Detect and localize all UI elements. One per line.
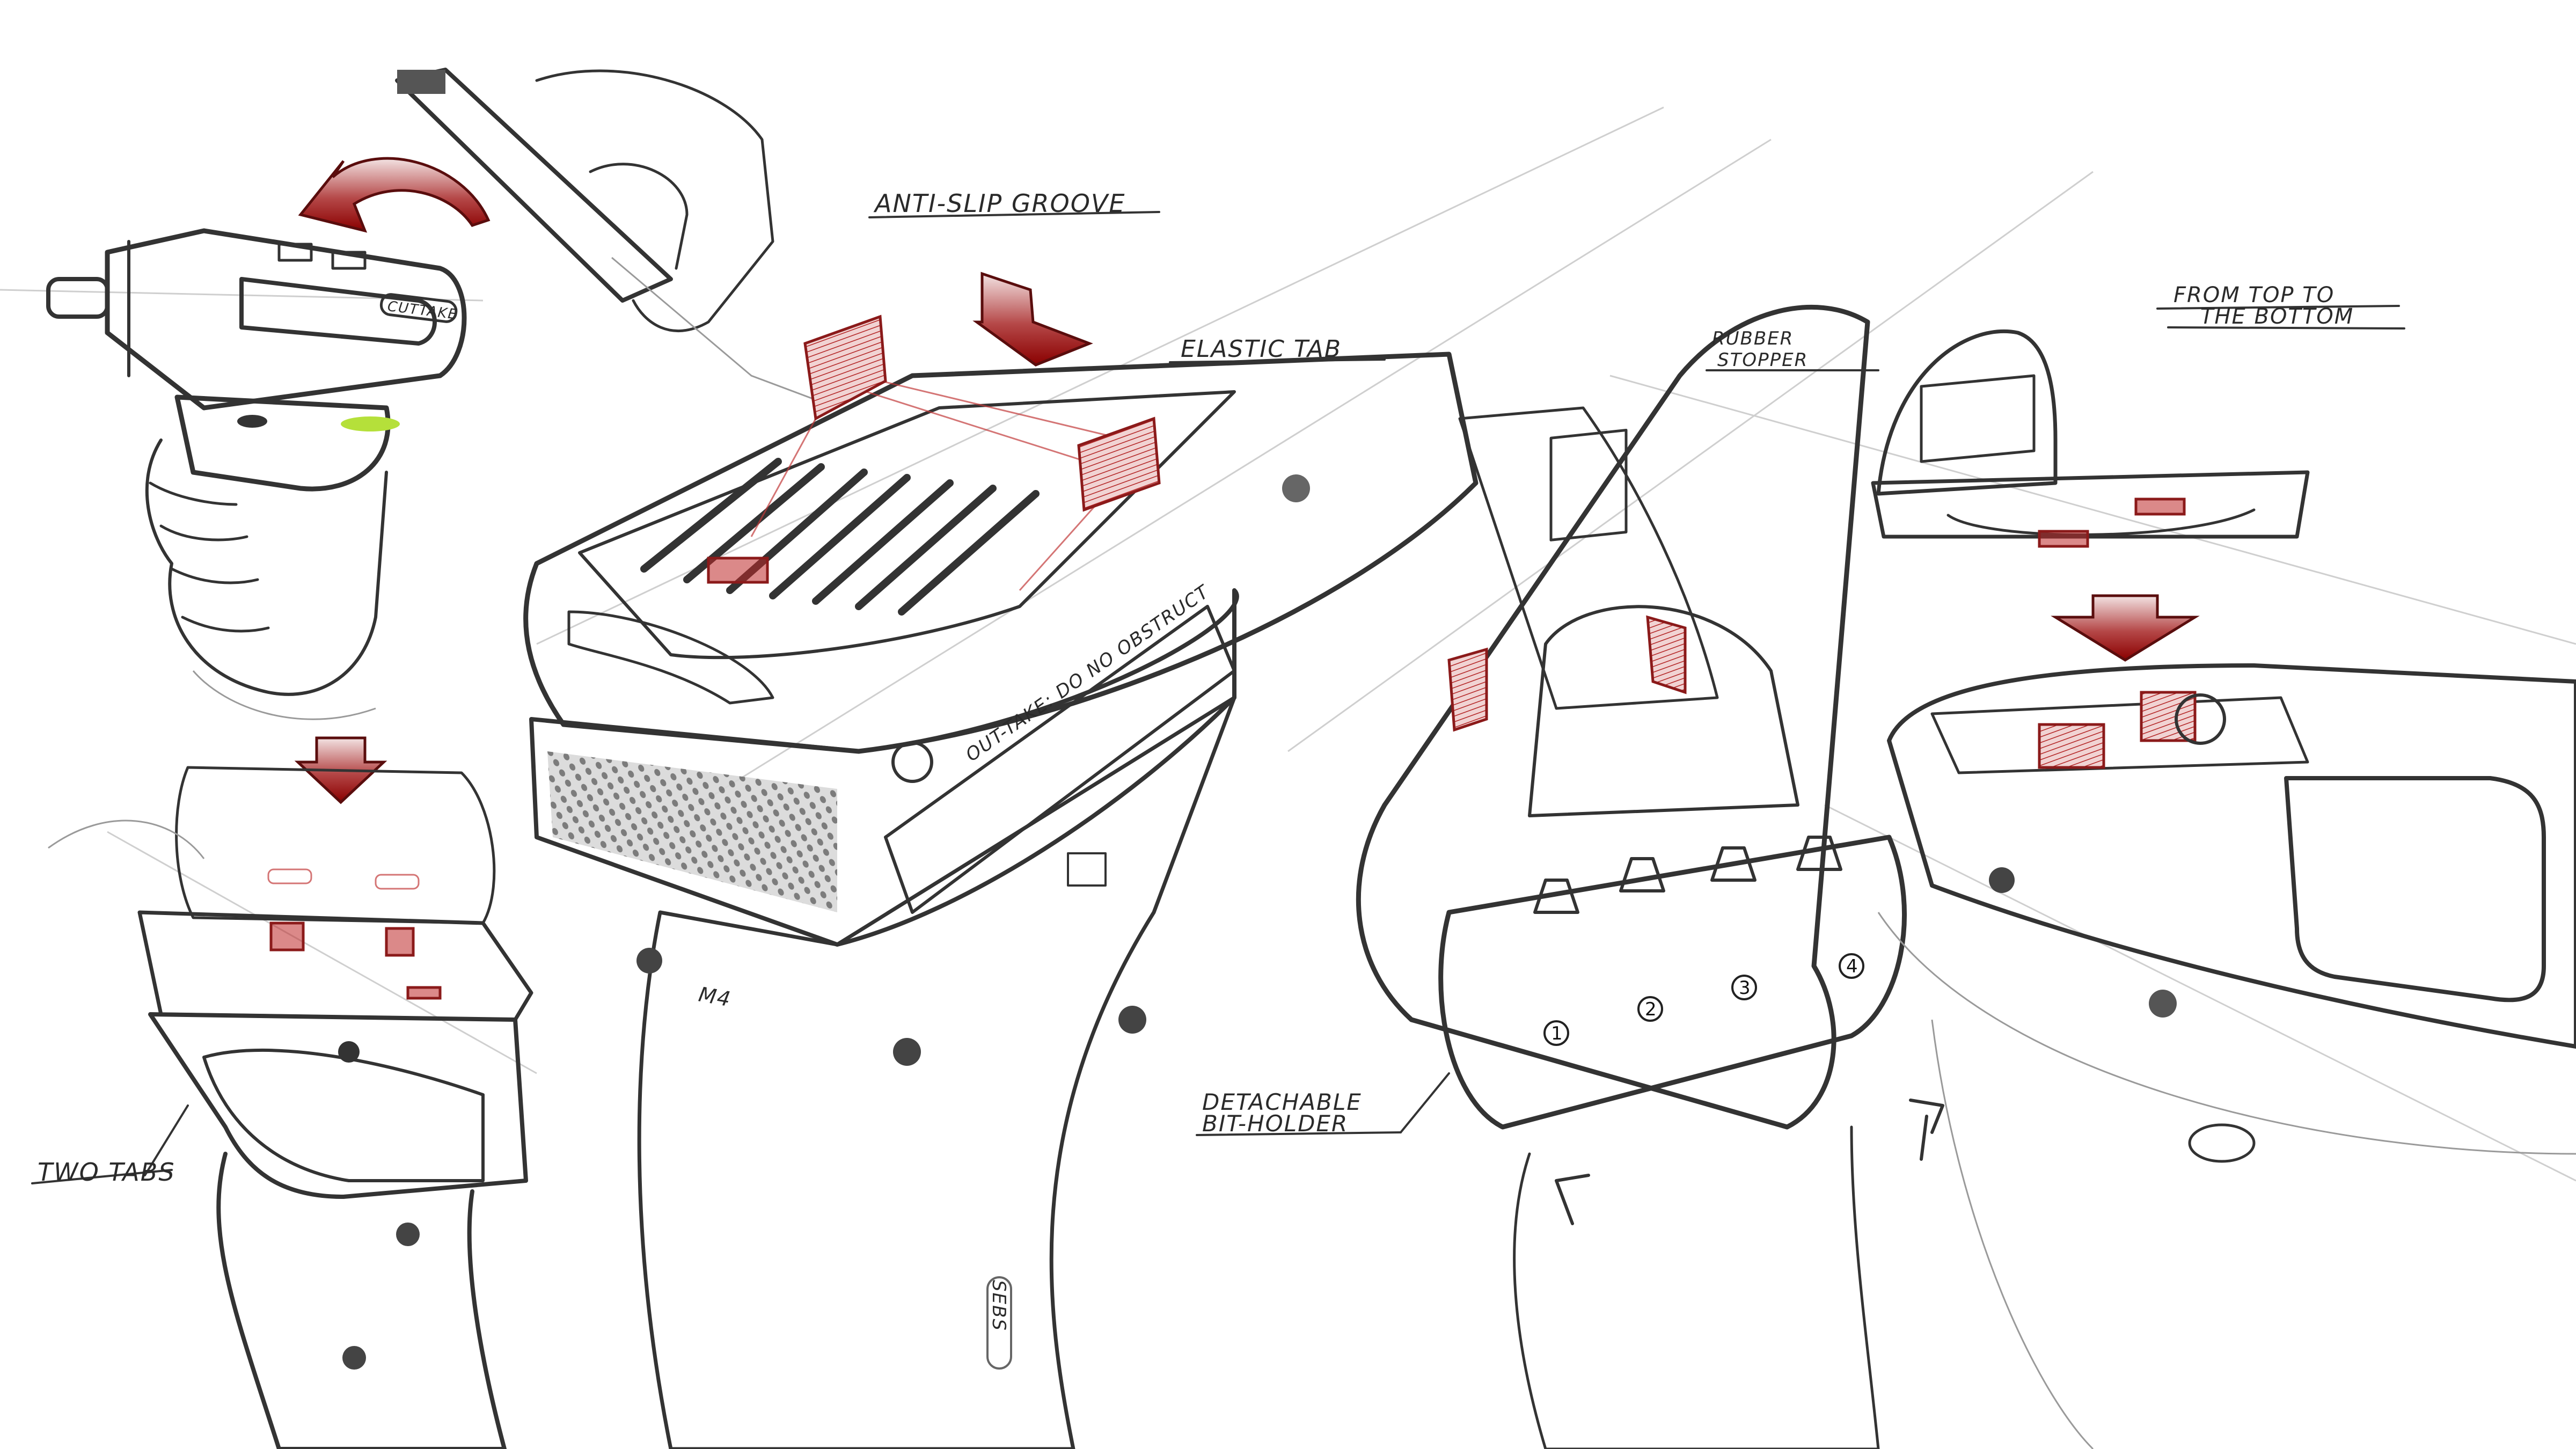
detachable-label-line2: BIT-HOLDER xyxy=(1202,1110,1348,1137)
elastic-tab-label: ELASTIC TAB xyxy=(1181,335,1342,363)
handheld-tool-sketch: CUTTAKE xyxy=(46,157,491,720)
bit-slot-2: 2 xyxy=(1645,999,1657,1020)
rubber-stopper-line2: STOPPER xyxy=(1717,349,1808,371)
battery-indicator-icon xyxy=(341,416,400,431)
main-body-sketch: OUT-TAKE: DO NO OBSTRUCT M4 SEBS ANTI-SL… xyxy=(523,189,1479,1449)
bit-set xyxy=(1533,836,1842,914)
sebs-material-label: SEBS xyxy=(988,1280,1009,1331)
down-arrow-icon xyxy=(972,272,1093,367)
from-top-line1: FROM TOP TO xyxy=(2174,283,2334,308)
detachable-label-line1: DETACHABLE xyxy=(1202,1089,1362,1115)
bit-slot-1: 1 xyxy=(1551,1023,1563,1044)
bit-slot-3: 3 xyxy=(1739,977,1751,999)
from-top-line2: THE BOTTOM xyxy=(2200,304,2354,329)
anti-slip-groove-label: ANTI-SLIP GROOVE xyxy=(873,189,1125,218)
out-take-label: OUT-TAKE: DO NO OBSTRUCT xyxy=(962,581,1213,766)
anti-slip-tab xyxy=(803,314,887,421)
tool-tabs-sketch: TWO TABS xyxy=(31,736,533,1449)
bit-slot-4: 4 xyxy=(1846,956,1858,977)
screw-size-label: M4 xyxy=(697,983,733,1012)
bit-holder-sketch: 1 2 3 4 DETACHABLE BIT-HOLDER xyxy=(1196,305,1907,1449)
stopper-assembly-sketch: RUBBER STOPPER FROM TOP TO THE BOTTOM xyxy=(1706,283,2576,1449)
two-tabs-label: TWO TABS xyxy=(38,1158,175,1187)
rotate-arrow-icon xyxy=(298,157,491,233)
down-arrow-icon xyxy=(2051,594,2200,662)
phone-hand-sketch xyxy=(395,68,838,409)
elastic-tab xyxy=(1077,416,1161,512)
rubber-stopper-line1: RUBBER xyxy=(1712,328,1794,349)
